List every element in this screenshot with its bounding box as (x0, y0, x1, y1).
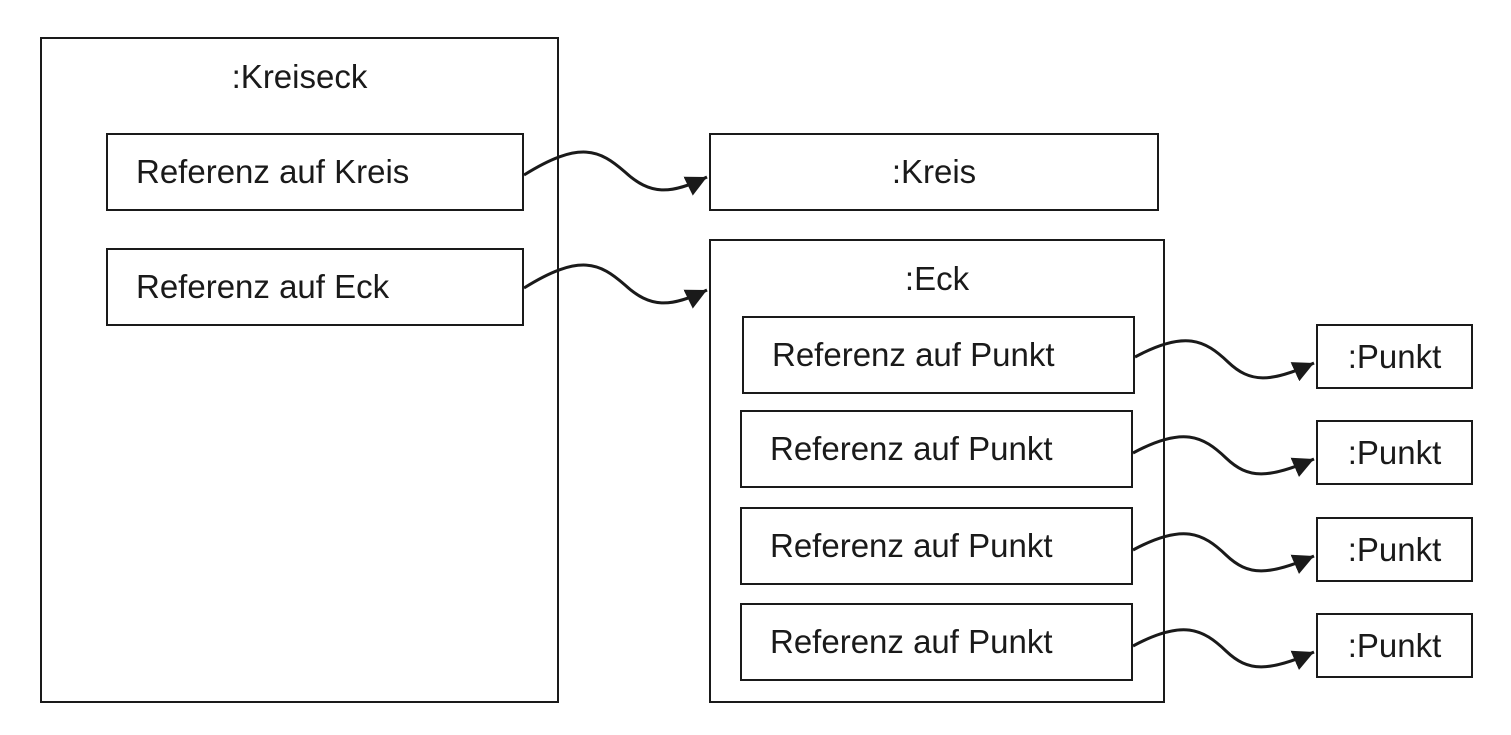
field-referenz-punkt-2: Referenz auf Punkt (740, 410, 1133, 488)
kreiseck-title: :Kreiseck (231, 58, 368, 95)
eck-title: :Eck (904, 260, 970, 297)
punkt-object-1: :Punkt (1316, 324, 1473, 389)
field-referenz-punkt-1: Referenz auf Punkt (742, 316, 1135, 394)
field-referenz-kreis: Referenz auf Kreis (106, 133, 524, 211)
punkt-object-3: :Punkt (1316, 517, 1473, 582)
punkt-object-4: :Punkt (1316, 613, 1473, 678)
kreis-object: :Kreis (709, 133, 1159, 211)
field-referenz-punkt-3: Referenz auf Punkt (740, 507, 1133, 585)
field-referenz-punkt-4: Referenz auf Punkt (740, 603, 1133, 681)
field-referenz-eck: Referenz auf Eck (106, 248, 524, 326)
punkt-object-2: :Punkt (1316, 420, 1473, 485)
